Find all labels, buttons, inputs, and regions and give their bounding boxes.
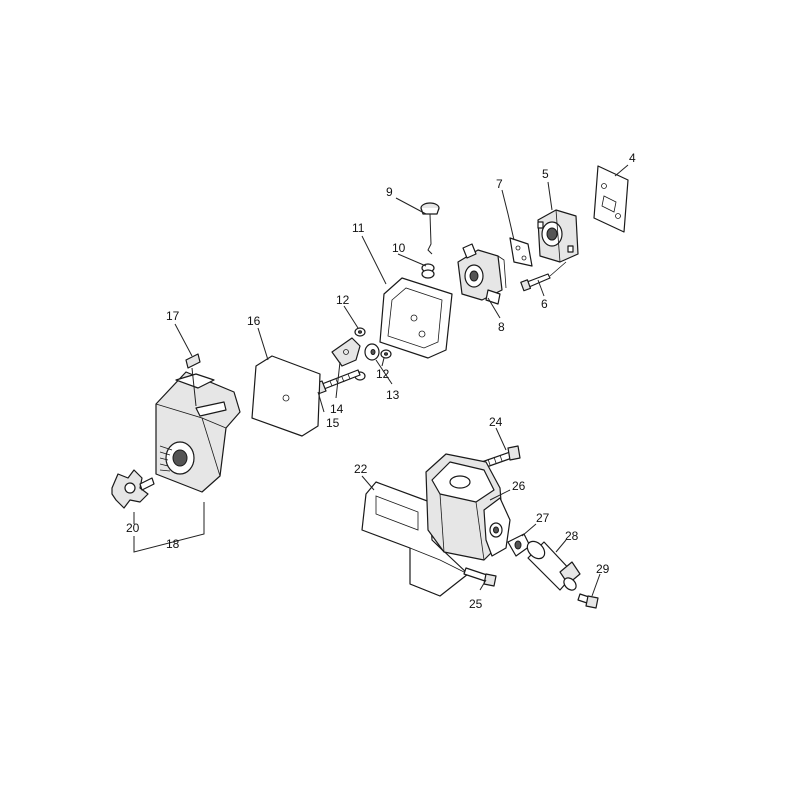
part-number-20: 20 — [126, 521, 140, 535]
part-17-clip — [185, 353, 201, 369]
part-number-5: 5 — [542, 167, 549, 181]
part-number-26: 26 — [512, 479, 526, 493]
part-25-bolt — [463, 567, 497, 587]
part-number-28: 28 — [565, 529, 579, 543]
part-number-18: 18 — [166, 537, 180, 551]
part-number-16: 16 — [247, 314, 261, 328]
part-number-7: 7 — [496, 177, 503, 191]
part-number-22: 22 — [354, 462, 368, 476]
leader-lines — [133, 164, 629, 597]
part-number-14: 14 — [330, 402, 344, 416]
part-28-tube — [526, 540, 581, 591]
part-5-cylinder — [537, 209, 579, 263]
part-29-screw — [577, 593, 599, 609]
part-number-24: 24 — [489, 415, 503, 429]
part-13-spacer — [364, 343, 380, 361]
part-number-12-upper: 12 — [336, 293, 350, 307]
part-number-8: 8 — [498, 320, 505, 334]
part-number-12-lower: 12 — [376, 367, 390, 381]
part-number-6: 6 — [541, 297, 548, 311]
part-10-grommet — [421, 263, 435, 279]
part-11-air-box — [379, 277, 453, 359]
part-number-10: 10 — [392, 241, 406, 255]
part-number-11: 11 — [352, 221, 365, 235]
part-8-carburetor — [457, 243, 507, 305]
part-9-choke-rod — [420, 202, 440, 255]
part-16-air-filter — [251, 355, 321, 437]
part-number-15: 15 — [326, 416, 340, 430]
part-26-muffler — [425, 453, 511, 561]
part-number-labels: 4 5 6 7 8 9 10 11 12 12 13 14 15 16 17 1… — [126, 151, 636, 611]
part-number-17: 17 — [166, 309, 180, 323]
part-27-gasket — [507, 533, 531, 557]
part-20-knob — [111, 469, 155, 509]
part-4-gasket — [593, 165, 629, 233]
part-6-bolt — [520, 261, 567, 292]
part-number-9: 9 — [386, 185, 393, 199]
part-number-25: 25 — [469, 597, 483, 611]
part-number-13: 13 — [386, 388, 400, 402]
part-number-4: 4 — [629, 151, 636, 165]
part-18-air-filter-cover — [155, 371, 241, 493]
part-12-washers — [354, 327, 392, 359]
part-number-29: 29 — [596, 562, 610, 576]
part-22-heat-shield — [361, 481, 469, 597]
part-number-27: 27 — [536, 511, 550, 525]
part-7-gasket — [509, 237, 533, 267]
